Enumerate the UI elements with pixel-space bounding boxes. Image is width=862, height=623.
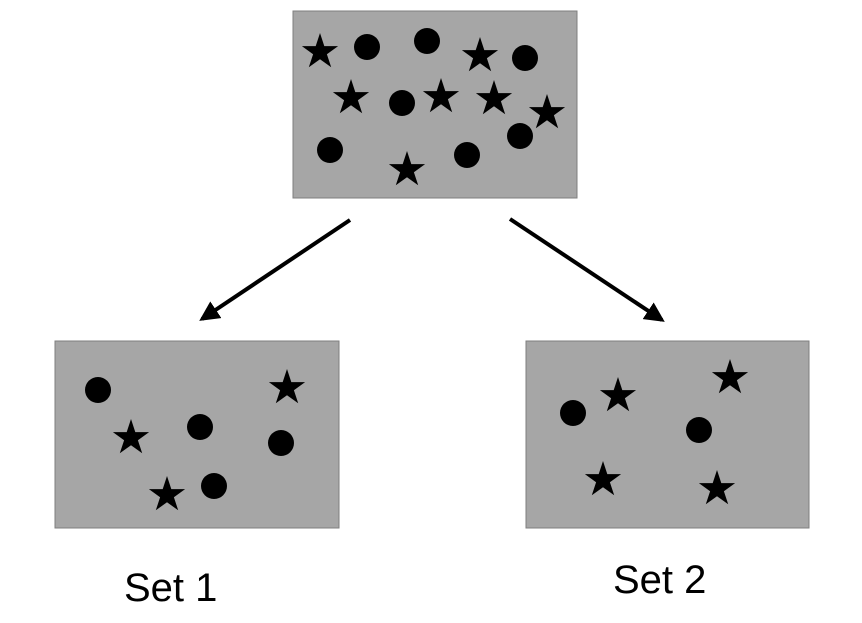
circle-shape <box>389 90 415 116</box>
source-panel <box>292 10 578 199</box>
circle-shape <box>201 473 227 499</box>
set2-panel-background <box>525 340 810 529</box>
set2-shapes <box>560 359 749 505</box>
source-shapes <box>301 28 566 186</box>
circle-shape <box>507 123 533 149</box>
star-shape <box>599 377 637 412</box>
star-shape <box>475 80 513 115</box>
circle-shape <box>454 142 480 168</box>
set2-label: Set 2 <box>613 558 706 602</box>
star-shape <box>698 470 736 505</box>
set1-label: Set 1 <box>124 566 217 610</box>
circle-shape <box>686 417 712 443</box>
circle-shape <box>354 34 380 60</box>
set1-shapes <box>85 369 306 511</box>
set1-panel <box>54 340 340 529</box>
circle-shape <box>512 45 538 71</box>
star-shape <box>112 419 150 454</box>
circle-shape <box>187 414 213 440</box>
circle-shape <box>85 377 111 403</box>
star-shape <box>711 359 749 394</box>
arrow-to-set2 <box>508 217 665 322</box>
star-shape <box>332 79 370 114</box>
star-shape <box>388 151 426 186</box>
star-shape <box>422 78 460 113</box>
circle-shape <box>560 400 586 426</box>
circle-shape <box>414 28 440 54</box>
arrow-to-set1 <box>199 218 352 321</box>
circle-shape <box>268 430 294 456</box>
star-shape <box>268 369 306 404</box>
star-shape <box>584 461 622 496</box>
set2-panel <box>525 340 810 529</box>
star-shape <box>528 94 566 129</box>
circle-shape <box>317 137 343 163</box>
star-shape <box>461 37 499 72</box>
star-shape <box>301 33 339 68</box>
star-shape <box>148 476 186 511</box>
